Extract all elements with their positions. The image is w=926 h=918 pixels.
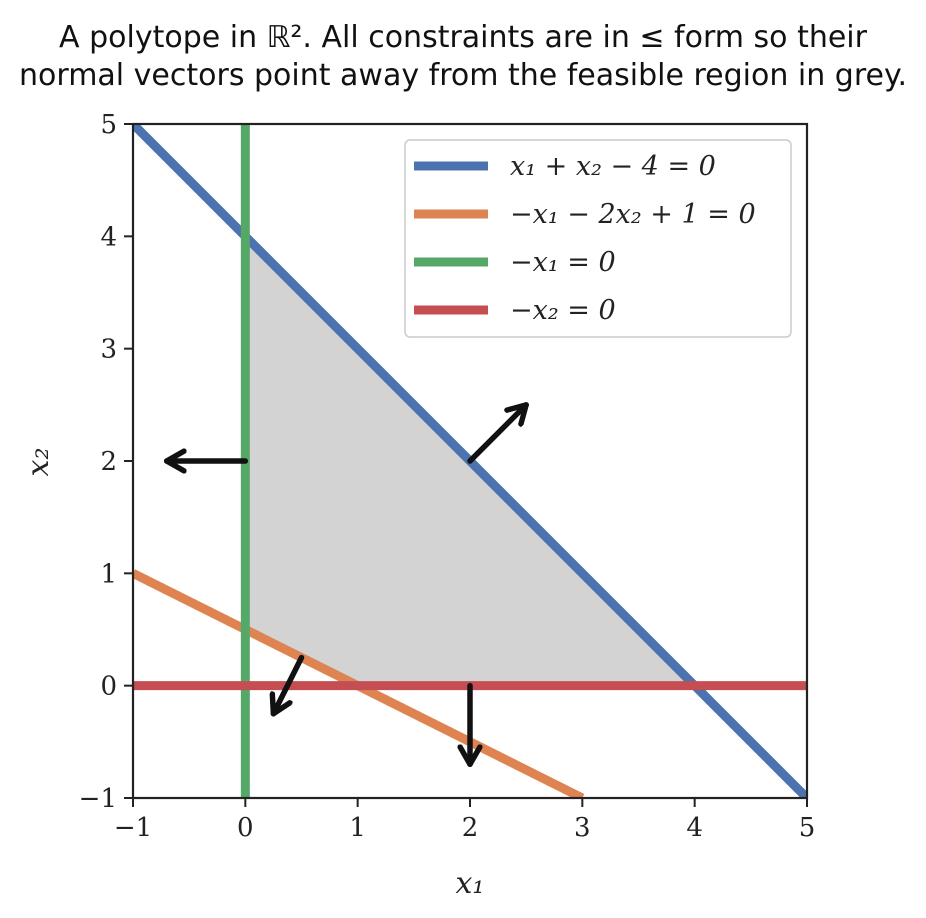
y-tick-label: 0 [100, 672, 117, 702]
legend-label-4: −x₂ = 0 [510, 295, 616, 326]
y-axis-label: x₂ [21, 448, 56, 477]
legend-frame [404, 139, 792, 338]
y-tick-label: −1 [79, 784, 117, 814]
x-tick-label: −1 [114, 813, 152, 843]
x-axis-label: x₁ [456, 866, 485, 901]
legend: x₁ + x₂ − 4 = 0 −x₁ − 2x₂ + 1 = 0 −x₁ = 0 −… [404, 139, 792, 338]
x-tick-label: 2 [462, 813, 479, 843]
legend-label-3: −x₁ = 0 [510, 247, 616, 278]
y-tick-label: 3 [100, 335, 117, 365]
normal-vectors-layer [163, 402, 529, 768]
x-tick-label: 5 [799, 813, 816, 843]
normal-vector-arrow-1 [467, 402, 529, 464]
chart-title-line-1: A polytope in ℝ². All constraints are in… [59, 20, 867, 55]
x-tick-label: 4 [686, 813, 703, 843]
y-tick-label: 2 [100, 447, 117, 477]
y-tick-label: 1 [100, 559, 117, 589]
x-tick-label: 3 [574, 813, 591, 843]
normal-vector-arrow-2 [273, 654, 305, 717]
y-tick-label: 5 [100, 110, 117, 140]
x-tick-label: 0 [237, 813, 254, 843]
legend-label-2: −x₁ − 2x₂ + 1 = 0 [510, 199, 756, 230]
chart-title-line-2: normal vectors point away from the feasi… [19, 58, 907, 93]
x-tick-label: 1 [349, 813, 366, 843]
axis-ticks: −1 0 1 2 3 4 5 −1 0 1 2 3 4 5 [79, 110, 816, 843]
y-tick-label: 4 [100, 222, 117, 252]
legend-label-1: x₁ + x₂ − 4 = 0 [510, 151, 716, 182]
